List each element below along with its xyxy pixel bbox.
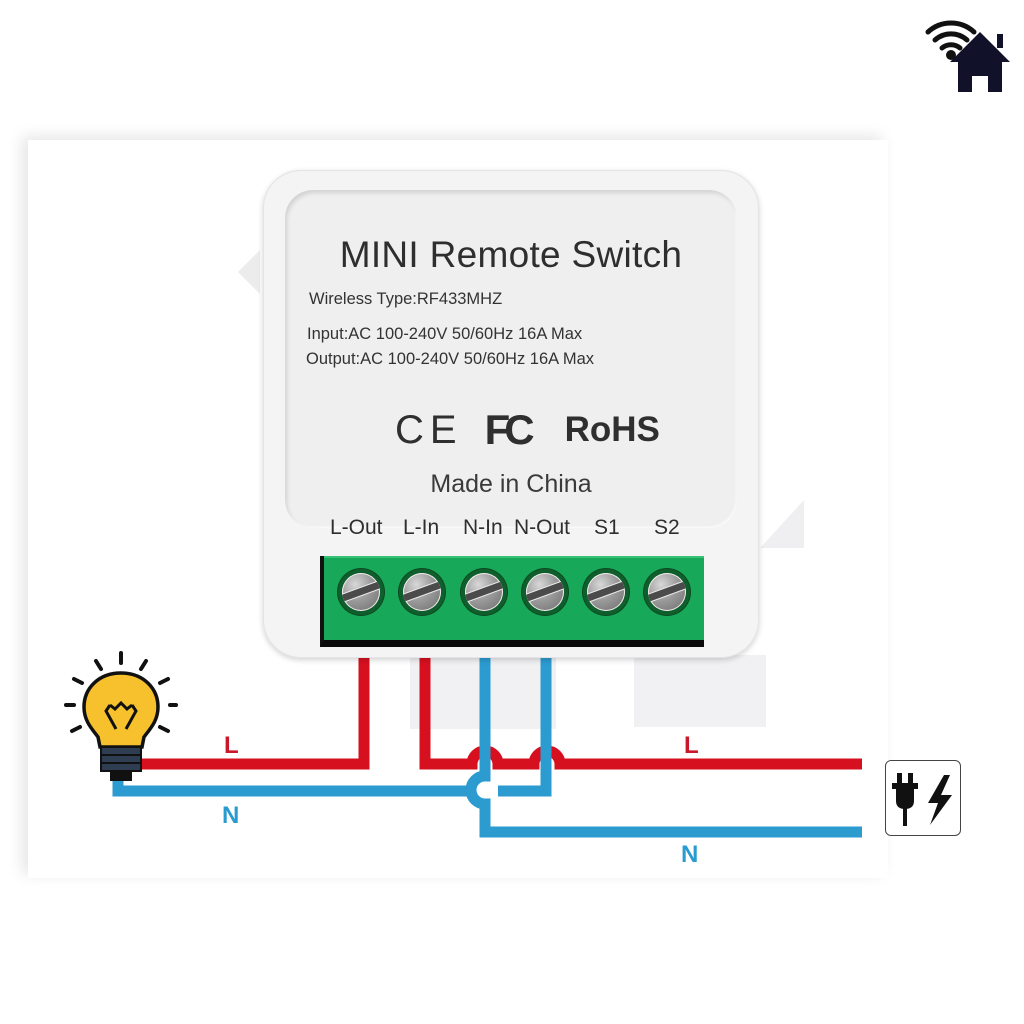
certification-marks: CE FC RoHS bbox=[395, 406, 660, 453]
screw-terminal-l-in bbox=[399, 569, 445, 615]
background-house-roof-shape bbox=[760, 500, 804, 548]
power-source-box bbox=[885, 760, 961, 836]
wireless-type-spec: Wireless Type:RF433MHZ bbox=[309, 290, 503, 308]
power-plug-icon bbox=[892, 773, 952, 826]
screw-terminal-n-in bbox=[461, 569, 507, 615]
ce-mark-icon: CE bbox=[395, 407, 463, 452]
screw-terminal-s1 bbox=[583, 569, 629, 615]
live-wire-load bbox=[133, 650, 370, 770]
live-label-right: L bbox=[684, 732, 699, 759]
terminal-label-n-out: N-Out bbox=[514, 516, 571, 539]
background-house-body-shape bbox=[634, 655, 766, 727]
terminal-label-s2: S2 bbox=[654, 516, 680, 539]
neutral-label-right: N bbox=[681, 841, 699, 868]
neutral-wire-source bbox=[465, 650, 862, 838]
screw-terminal-s2 bbox=[644, 569, 690, 615]
terminal-label-n-in: N-In bbox=[463, 516, 503, 539]
background-arrow-shape bbox=[238, 250, 260, 294]
input-spec: Input:AC 100-240V 50/60Hz 16A Max bbox=[307, 325, 583, 343]
live-wire-source bbox=[419, 650, 862, 770]
light-bulb-icon bbox=[64, 651, 178, 781]
smart-home-wifi-icon bbox=[925, 20, 1010, 92]
terminal-block bbox=[320, 556, 704, 647]
mini-remote-switch-device: MINI Remote Switch Wireless Type:RF433MH… bbox=[263, 170, 759, 658]
fcc-mark-icon: FC bbox=[484, 406, 535, 453]
screw-terminal-n-out bbox=[522, 569, 568, 615]
device-label-face: MINI Remote Switch Wireless Type:RF433MH… bbox=[285, 190, 737, 539]
terminal-label-l-out: L-Out bbox=[330, 516, 383, 539]
output-spec: Output:AC 100-240V 50/60Hz 16A Max bbox=[306, 350, 595, 368]
terminal-label-s1: S1 bbox=[594, 516, 620, 539]
neutral-label-left: N bbox=[222, 802, 240, 829]
terminal-label-l-in: L-In bbox=[403, 516, 440, 539]
origin-text: Made in China bbox=[430, 470, 592, 498]
rohs-mark-icon: RoHS bbox=[564, 410, 660, 449]
device-title: MINI Remote Switch bbox=[339, 234, 683, 275]
screw-terminal-l-out bbox=[338, 569, 384, 615]
live-label-left: L bbox=[224, 732, 239, 759]
